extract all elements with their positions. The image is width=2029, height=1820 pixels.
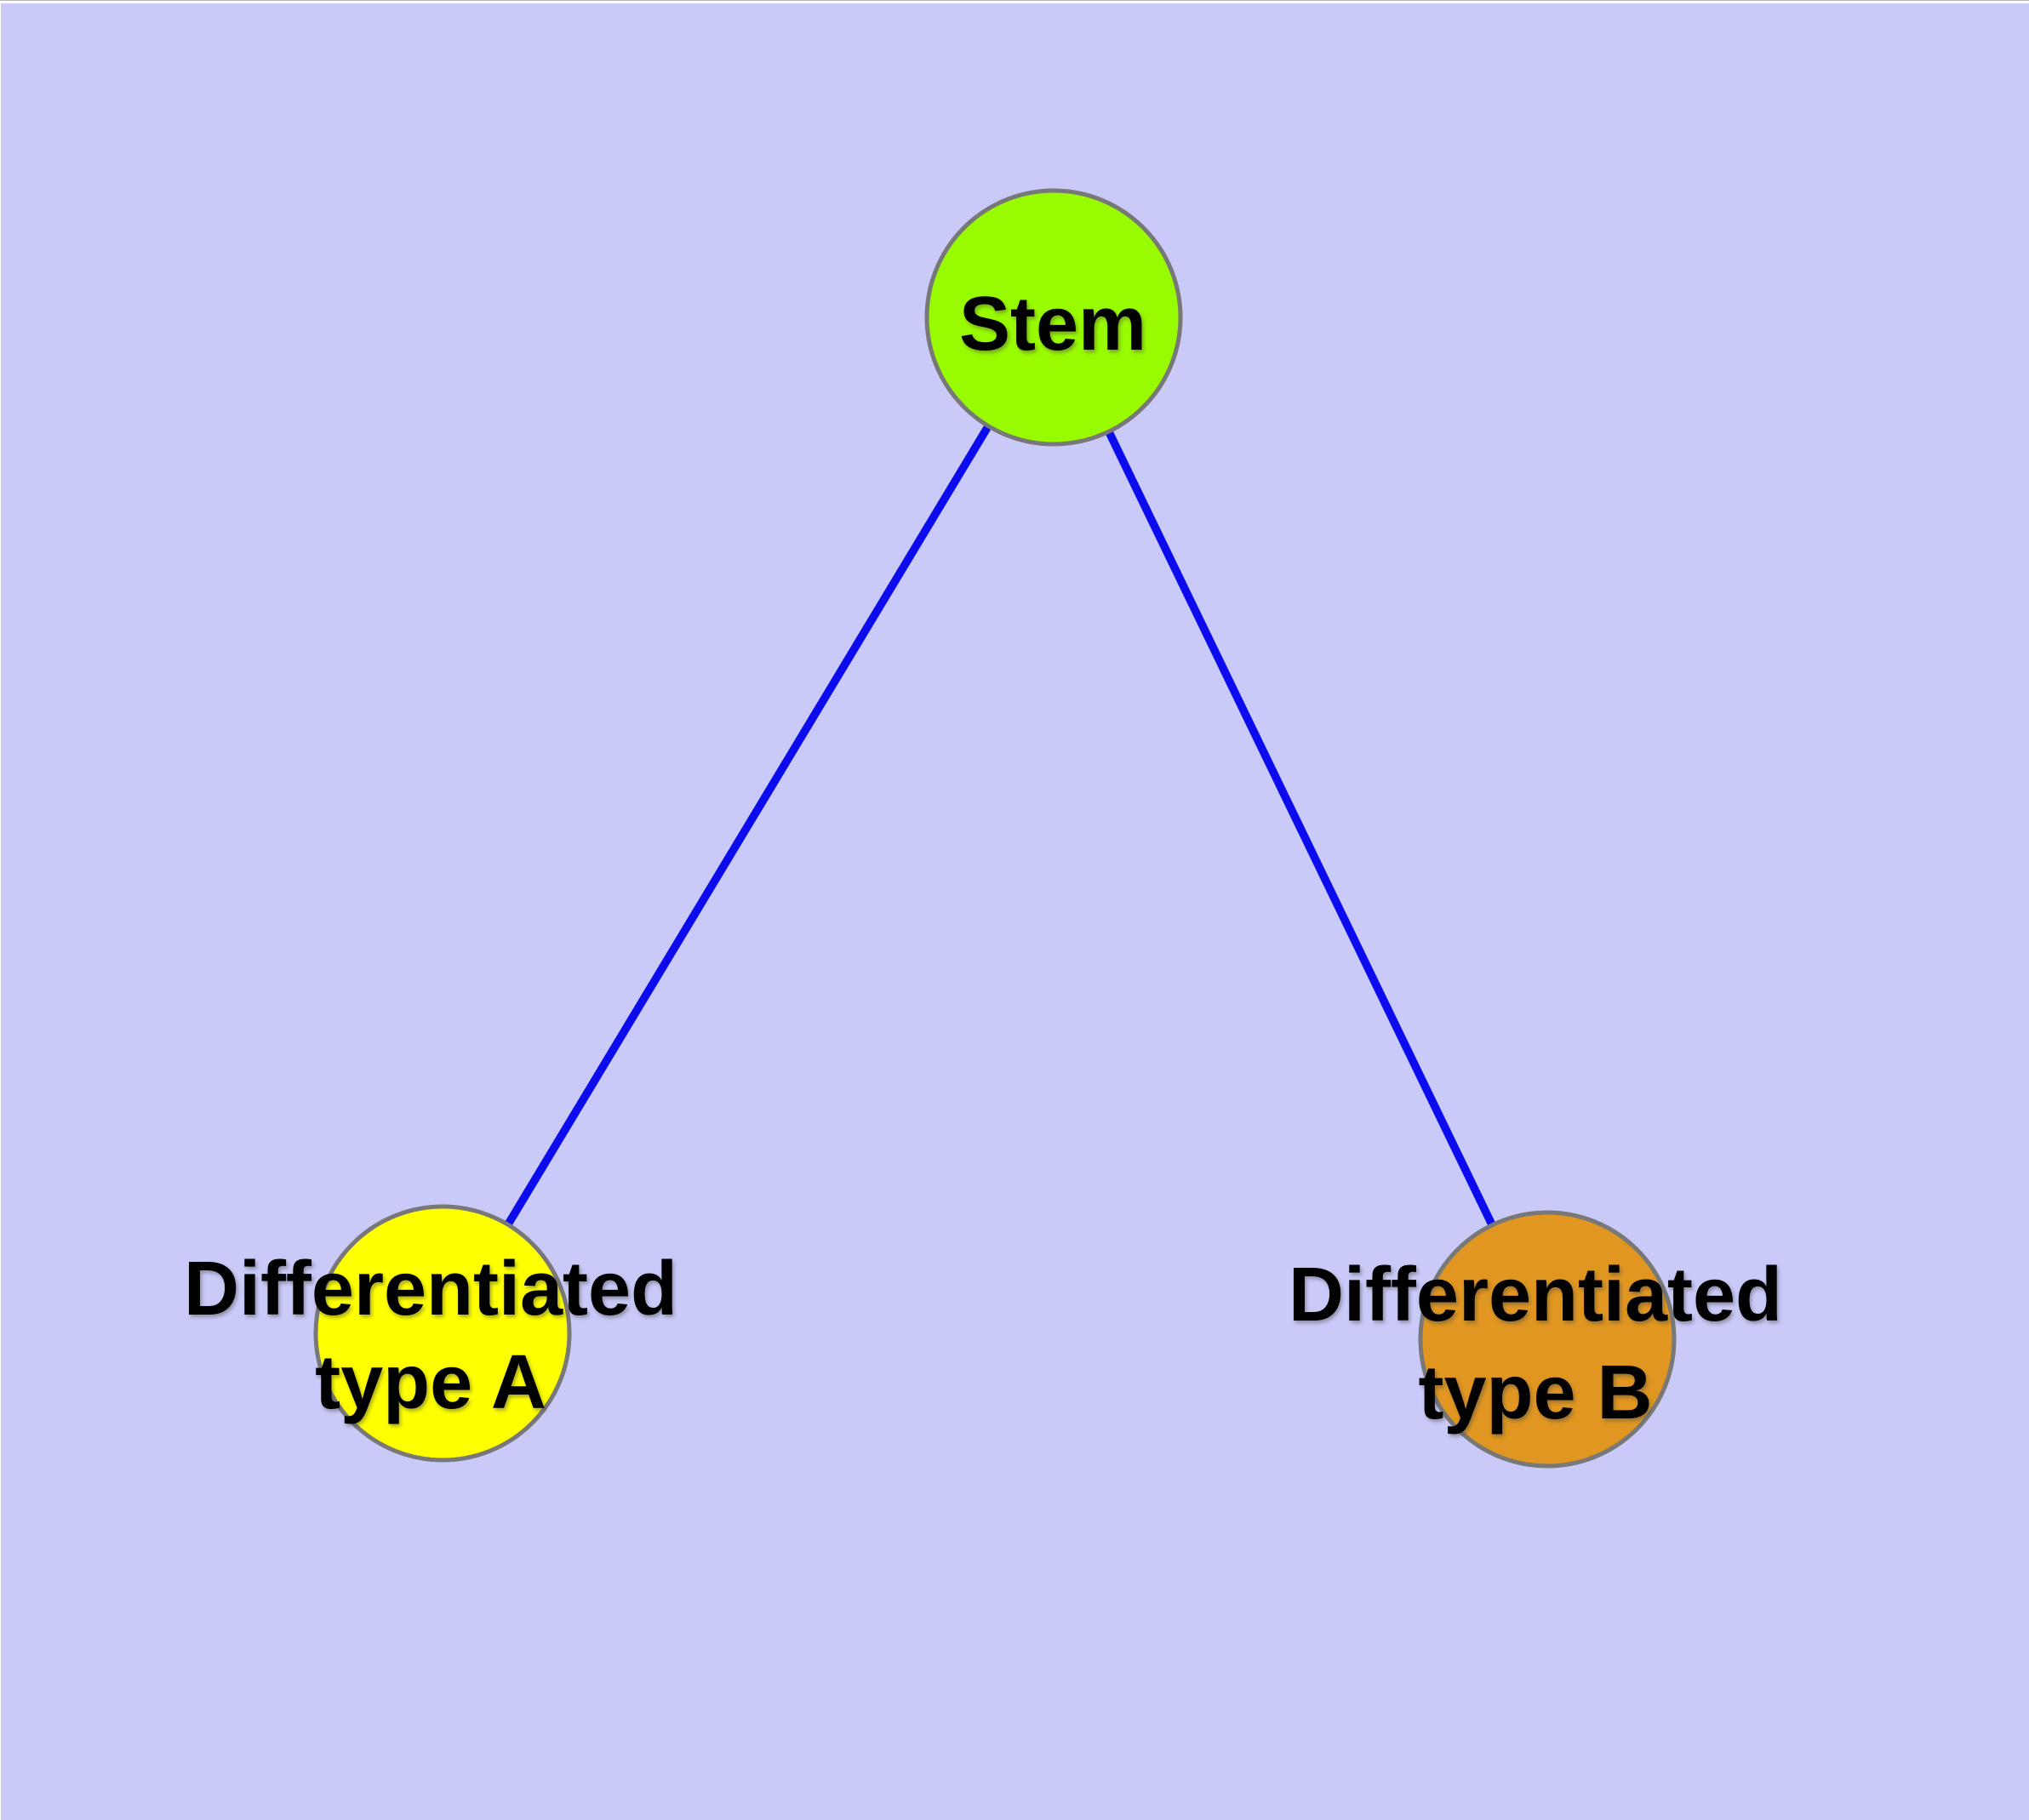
node-differentiated-type-b[interactable] <box>1418 1210 1677 1469</box>
edge-stem-to-type-a[interactable] <box>438 315 1058 1336</box>
node-stem-label: Stem <box>959 282 1146 367</box>
node-differentiated-type-a[interactable] <box>313 1204 572 1463</box>
node-type-b-label-line2: type B <box>1418 1350 1652 1435</box>
node-type-b-label-line1: Differentiated <box>1289 1252 1782 1338</box>
node-type-a-label-line1: Differentiated <box>184 1247 677 1332</box>
node-type-a-label-line2: type A <box>315 1340 546 1425</box>
edge-stem-to-type-b[interactable] <box>1049 315 1552 1342</box>
node-stem[interactable] <box>924 188 1183 447</box>
